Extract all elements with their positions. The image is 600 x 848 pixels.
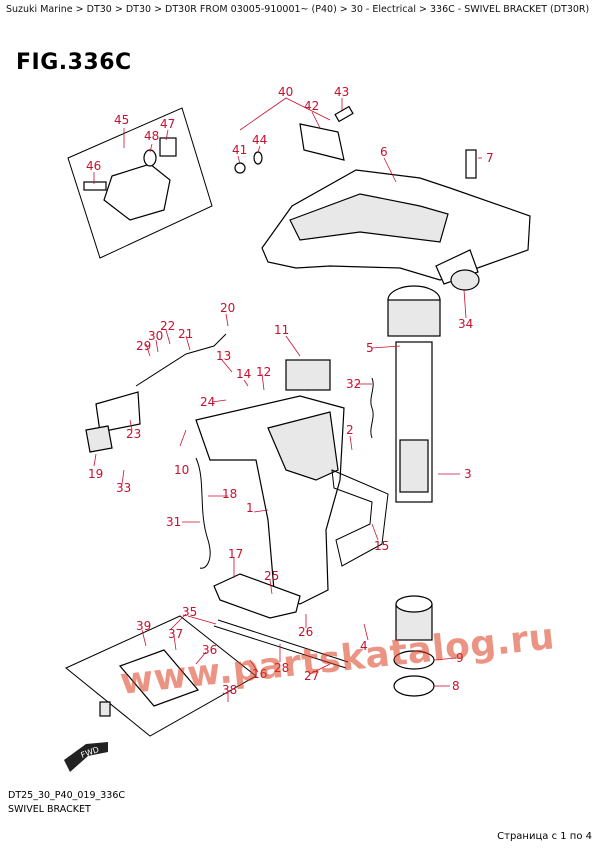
rod-28 <box>217 619 349 663</box>
callout-12: 12 <box>256 365 271 379</box>
callout-27: 27 <box>304 669 319 683</box>
bushing-top <box>395 595 433 613</box>
callout-39: 39 <box>136 619 151 633</box>
callout-13: 13 <box>216 349 231 363</box>
bolt-43 <box>334 105 354 123</box>
callout-44: 44 <box>252 133 267 147</box>
breadcrumb: Suzuki Marine > DT30 > DT30 > DT30R FROM… <box>6 4 590 15</box>
plate-36 <box>118 649 200 707</box>
stopper-15 <box>331 469 389 567</box>
callout-10: 10 <box>174 463 189 477</box>
callout-31: 31 <box>166 515 181 529</box>
shaft-collar <box>387 299 441 337</box>
bolt-7 <box>465 149 477 179</box>
callout-28: 28 <box>274 661 289 675</box>
lever-17 <box>213 573 301 619</box>
nut-41 <box>234 162 246 174</box>
callout-19: 19 <box>88 467 103 481</box>
shaft-lower <box>399 439 429 493</box>
callout-6: 6 <box>380 145 388 159</box>
spring-31 <box>195 457 211 569</box>
washer-44 <box>253 151 263 165</box>
callout-8: 8 <box>452 679 460 693</box>
callout-36: 36 <box>202 643 217 657</box>
callout-45: 45 <box>114 113 129 127</box>
callout-3: 3 <box>464 467 472 481</box>
callout-5: 5 <box>366 341 374 355</box>
washer-8 <box>393 675 435 697</box>
washer-48 <box>143 149 157 167</box>
bushing-11-body <box>285 359 331 391</box>
callout-40: 40 <box>278 85 293 99</box>
callout-14: 14 <box>236 367 251 381</box>
callout-16: 16 <box>252 667 267 681</box>
callout-2: 2 <box>346 423 354 437</box>
callout-34: 34 <box>458 317 473 331</box>
cover-23 <box>95 391 141 433</box>
callout-26: 26 <box>298 625 313 639</box>
figure-title: FIG.336C <box>16 50 132 75</box>
diagram-code: DT25_30_P40_019_336C <box>8 790 126 801</box>
pad-19 <box>85 425 113 453</box>
bracket-top <box>267 411 339 481</box>
callout-23: 23 <box>126 427 141 441</box>
collar-47 <box>159 137 177 157</box>
callout-1: 1 <box>246 501 254 515</box>
callout-41: 41 <box>232 143 247 157</box>
callout-4: 4 <box>360 639 368 653</box>
page-count: Страница с 1 по 4 <box>497 831 592 842</box>
inset-box-35 <box>65 615 257 737</box>
rod-21 <box>135 333 227 387</box>
fwd-arrow-icon <box>64 742 108 772</box>
callout-9: 9 <box>456 651 464 665</box>
callout-42: 42 <box>304 99 319 113</box>
callout-17: 17 <box>228 547 243 561</box>
callout-21: 21 <box>178 327 193 341</box>
callout-35: 35 <box>182 605 197 619</box>
spring-32 <box>370 377 374 439</box>
callout-37: 37 <box>168 627 183 641</box>
callout-43: 43 <box>334 85 349 99</box>
diagram-caption: SWIVEL BRACKET <box>8 804 91 815</box>
callout-11: 11 <box>274 323 289 337</box>
callout-32: 32 <box>346 377 361 391</box>
callout-30: 30 <box>148 329 163 343</box>
callout-38: 38 <box>222 683 237 697</box>
callout-46: 46 <box>86 159 101 173</box>
callout-47: 47 <box>160 117 175 131</box>
callout-18: 18 <box>222 487 237 501</box>
callout-15: 15 <box>374 539 389 553</box>
inset-box-45 <box>67 107 213 259</box>
callout-29: 29 <box>136 339 151 353</box>
callout-48: 48 <box>144 129 159 143</box>
callout-25: 25 <box>264 569 279 583</box>
callout-7: 7 <box>486 151 494 165</box>
callout-22: 22 <box>160 319 175 333</box>
callout-33: 33 <box>116 481 131 495</box>
callout-20: 20 <box>220 301 235 315</box>
plate-42 <box>299 123 345 161</box>
bolt-46 <box>83 181 107 191</box>
clip <box>99 701 111 717</box>
swivel-frame-inner <box>289 193 449 243</box>
callout-24: 24 <box>200 395 215 409</box>
bushing-34 <box>450 269 480 291</box>
bracket-45 <box>103 163 171 221</box>
